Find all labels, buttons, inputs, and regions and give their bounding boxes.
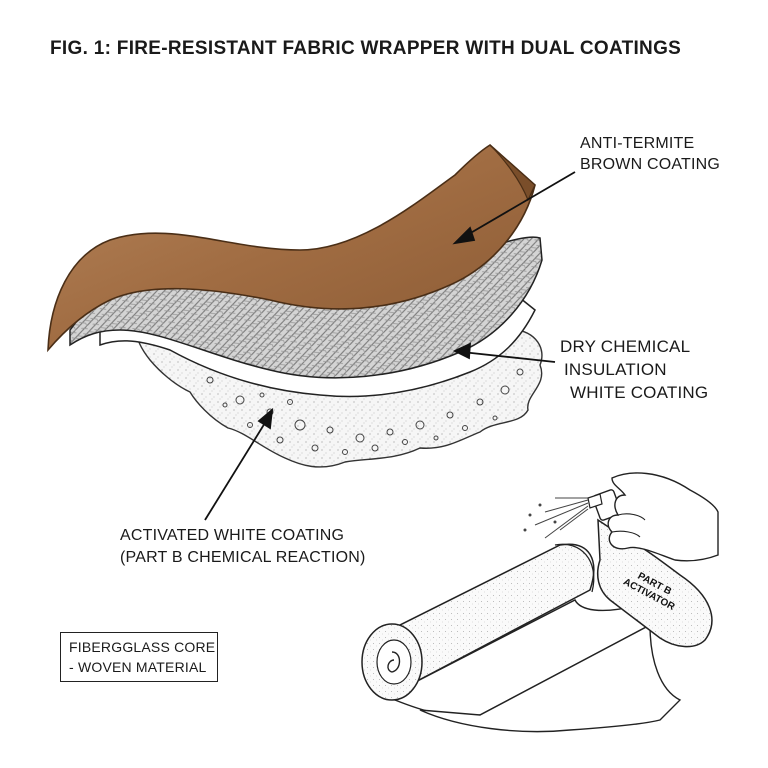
fabric-roll (361, 543, 682, 733)
label-core-line2: - WOVEN MATERIAL (69, 659, 207, 675)
label-dry-chemical-line1: DRY CHEMICAL (560, 337, 691, 356)
label-core-line1: FIBERGGLASS CORE (69, 639, 216, 655)
arrowhead-anti-termite (452, 226, 476, 245)
label-fiberglass-core: FIBERGGLASS CORE - WOVEN MATERIAL (60, 632, 218, 682)
arrowhead-activated (257, 407, 274, 430)
label-dry-chemical-line3: WHITE COATING (570, 383, 709, 402)
label-activated-line2: (PART B CHEMICAL REACTION) (120, 549, 366, 566)
label-anti-termite-line2: BROWN COATING (580, 156, 721, 173)
label-anti-termite-line1: ANTI-TERMITE (580, 135, 695, 152)
label-activated-line1: ACTIVATED WHITE COATING (120, 527, 345, 544)
label-activated-coating: ACTIVATED WHITE COATING (PART B CHEMICAL… (120, 525, 366, 569)
hand (607, 472, 719, 562)
leader-arrows (204, 171, 576, 521)
arrow-activated (204, 417, 269, 521)
label-dry-chemical-line2: INSULATION (564, 360, 667, 379)
label-anti-termite: ANTI-TERMITE BROWN COATING (580, 133, 720, 175)
arrow-dry-chemical (461, 351, 556, 363)
label-dry-chemical: DRY CHEMICAL INSULATION WHITE COATING (560, 335, 708, 404)
figure-title: FIG. 1: FIRE-RESISTANT FABRIC WRAPPER WI… (50, 38, 682, 59)
spray-mist (523, 497, 589, 539)
arrowhead-dry-chemical (452, 342, 472, 360)
arrow-anti-termite (461, 171, 576, 239)
